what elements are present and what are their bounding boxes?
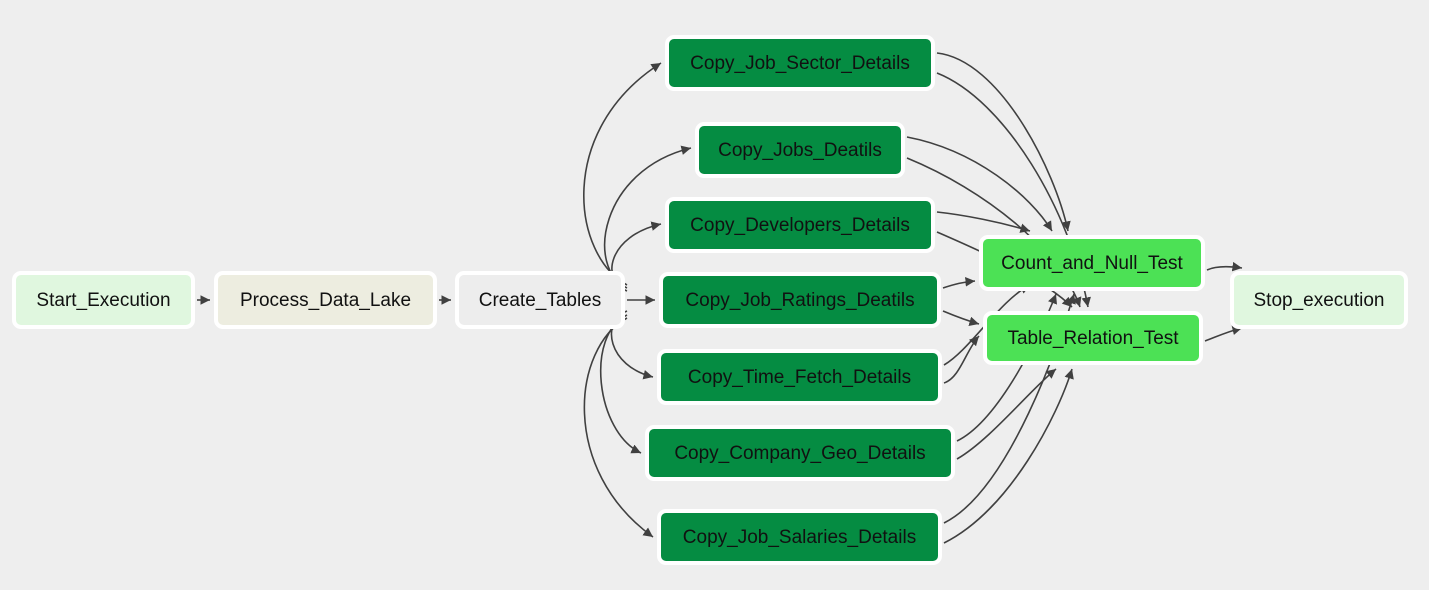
node-count-and-null-test[interactable]: Count_and_Null_Test xyxy=(979,235,1205,291)
node-copy-time-fetch-details[interactable]: Copy_Time_Fetch_Details xyxy=(657,349,942,405)
edge-create-tables-to-copy-job-salaries-details xyxy=(583,317,654,538)
edge-copy-time-fetch-details-to-table-relation-test xyxy=(943,335,980,384)
node-create-tables[interactable]: Create_Tables xyxy=(455,271,625,329)
node-copy-job-salaries-details[interactable]: Copy_Job_Salaries_Details xyxy=(657,509,942,565)
node-label-create-tables: Create_Tables xyxy=(478,289,602,311)
edge-copy-job-sector-details-to-count-and-null-test xyxy=(936,52,1071,232)
edge-count-and-null-test-to-stop-execution xyxy=(1206,261,1243,272)
node-label-copy-job-salaries-details: Copy_Job_Salaries_Details xyxy=(682,526,917,548)
node-label-copy-jobs-deatils: Copy_Jobs_Deatils xyxy=(718,139,882,161)
edge-copy-job-salaries-details-to-table-relation-test xyxy=(943,368,1074,544)
node-copy-company-geo-details[interactable]: Copy_Company_Geo_Details xyxy=(645,425,955,481)
node-copy-developers-details[interactable]: Copy_Developers_Details xyxy=(665,197,935,253)
node-label-copy-job-ratings-deatils: Copy_Job_Ratings_Deatils xyxy=(685,289,915,311)
node-label-copy-time-fetch-details: Copy_Time_Fetch_Details xyxy=(687,366,912,388)
node-table-relation-test[interactable]: Table_Relation_Test xyxy=(983,311,1203,365)
node-label-process-data-lake: Process_Data_Lake xyxy=(239,289,412,311)
node-label-start-execution: Start_Execution xyxy=(36,289,171,311)
node-label-count-and-null-test: Count_and_Null_Test xyxy=(1001,252,1183,274)
node-label-stop-execution: Stop_execution xyxy=(1253,289,1385,311)
edge-create-tables-to-copy-job-sector-details xyxy=(583,62,662,286)
edge-copy-job-ratings-deatils-to-table-relation-test xyxy=(942,310,980,326)
node-label-table-relation-test: Table_Relation_Test xyxy=(1007,327,1179,349)
node-label-copy-job-sector-details: Copy_Job_Sector_Details xyxy=(690,52,910,74)
edge-copy-company-geo-details-to-table-relation-test xyxy=(956,368,1057,460)
node-copy-job-sector-details[interactable]: Copy_Job_Sector_Details xyxy=(665,35,935,91)
node-label-copy-developers-details: Copy_Developers_Details xyxy=(690,214,910,236)
node-copy-job-ratings-deatils[interactable]: Copy_Job_Ratings_Deatils xyxy=(659,272,941,328)
edge-copy-developers-details-to-count-and-null-test xyxy=(936,211,1031,233)
node-stop-execution[interactable]: Stop_execution xyxy=(1230,271,1408,329)
node-label-copy-company-geo-details: Copy_Company_Geo_Details xyxy=(674,442,926,464)
node-start-execution[interactable]: Start_Execution xyxy=(12,271,195,329)
node-process-data-lake[interactable]: Process_Data_Lake xyxy=(214,271,437,329)
node-copy-jobs-deatils[interactable]: Copy_Jobs_Deatils xyxy=(695,122,905,178)
edge-copy-job-ratings-deatils-to-count-and-null-test xyxy=(942,277,976,289)
edge-table-relation-test-to-stop-execution xyxy=(1204,325,1243,342)
edge-create-tables-to-copy-company-geo-details xyxy=(599,314,642,454)
